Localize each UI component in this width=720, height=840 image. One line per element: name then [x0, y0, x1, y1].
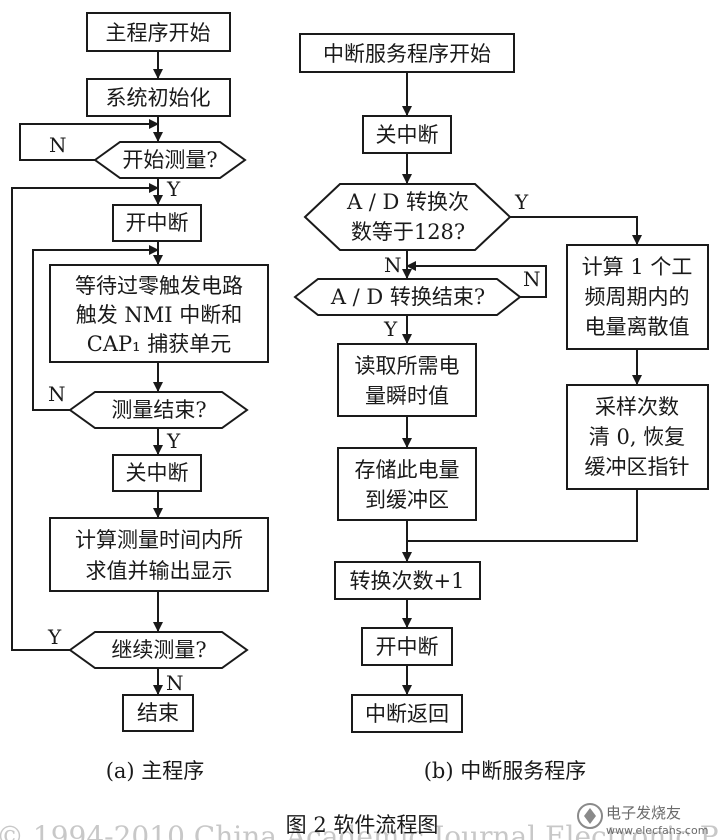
main-edge-start-measure-no: [19, 119, 159, 161]
isr-ad-done-text: A / D 转换结束?: [330, 285, 485, 309]
logo-flame-icon: [584, 808, 596, 824]
isr-reset-line-2: 清 0, 恢复: [589, 425, 685, 449]
main-disable-int-box: [112, 454, 202, 492]
isr-store-box: [337, 447, 477, 521]
main-calc-line-2: 求值并输出显示: [86, 559, 233, 583]
main-label-continue-yes: Y: [47, 625, 62, 649]
main-label-measure-done-yes: Y: [166, 429, 181, 453]
logo-url: www.elecfans.com: [606, 824, 708, 837]
main-calc-box: [49, 517, 269, 592]
main-wait-line-3: CAP₁ 捕获单元: [87, 332, 231, 356]
isr-enable-int-box: [361, 627, 453, 666]
isr-edge-ad-done-no: [406, 261, 547, 298]
isr-store-line-1: 存储此电量: [355, 458, 460, 482]
isr-calc-box: [566, 244, 709, 350]
isr-store-line-2: 到缓冲区: [365, 488, 449, 512]
isr-read-box: [337, 343, 477, 417]
isr-label-ad-done-no: N: [523, 267, 541, 291]
isr-reset-box: [566, 384, 709, 490]
isr-start-text: 中断服务程序开始: [323, 42, 491, 66]
isr-calc-line-1: 计算 1 个工: [582, 255, 693, 279]
logo-text: 电子发烧友: [606, 804, 681, 822]
main-wait-line-2: 触发 NMI 中断和: [76, 303, 243, 327]
main-continue-text: 继续测量?: [111, 638, 206, 662]
main-measure-done-text: 测量结束?: [111, 398, 206, 422]
isr-flow: 中断服务程序开始 关中断 A / D 转换次 数等于128? A / D 转换结…: [293, 33, 709, 733]
main-start-text: 主程序开始: [106, 21, 211, 45]
isr-label-ad-done-yes: Y: [383, 317, 398, 341]
isr-read-line-2: 量瞬时值: [365, 384, 449, 408]
main-end-box: [122, 694, 194, 732]
isr-count128-line-2: 数等于128?: [351, 220, 465, 244]
isr-label-count-yes: Y: [514, 190, 529, 214]
isr-disable-int-box: [362, 115, 452, 154]
main-init-text: 系统初始化: [106, 86, 211, 110]
main-enable-int-box: [112, 204, 202, 242]
main-start-box: [86, 12, 231, 52]
isr-edge-reset-merge: [407, 489, 638, 542]
isr-start-box: [299, 33, 515, 73]
main-label-continue-no: N: [166, 671, 184, 695]
logo-mark-icon: [577, 803, 603, 829]
isr-calc-line-3: 电量离散值: [585, 315, 690, 339]
elecfans-logo: 电子发烧友 www.elecfans.com: [577, 803, 708, 837]
isr-increment-box: [334, 561, 481, 600]
main-wait-line-1: 等待过零触发电路: [75, 274, 243, 298]
main-calc-line-1: 计算测量时间内所: [75, 528, 243, 552]
isr-read-line-1: 读取所需电: [355, 354, 460, 378]
isr-return-text: 中断返回: [365, 702, 449, 726]
main-program-flow: 主程序开始 系统初始化 开始测量? 开中断 等待过零触发电路 触发 NMI 中断…: [11, 12, 269, 732]
main-wait-box: [49, 264, 269, 363]
main-label-measure-done-no: N: [48, 382, 66, 406]
main-disable-int-text: 关中断: [126, 461, 189, 485]
isr-enable-int-text: 开中断: [376, 635, 439, 659]
main-start-measure-text: 开始测量?: [122, 148, 217, 172]
main-label-start-measure-no: N: [49, 133, 67, 157]
isr-count128-line-1: A / D 转换次: [346, 190, 469, 214]
caption-isr: (b) 中断服务程序: [424, 759, 587, 783]
figure-title: 图 2 软件流程图: [286, 813, 439, 837]
isr-label-count-no: N: [384, 253, 402, 277]
main-edge-continue-yes: [11, 183, 159, 651]
isr-edge-count-yes: [510, 216, 642, 245]
main-continue-decision: [68, 631, 249, 669]
isr-reset-line-3: 缓冲区指针: [585, 455, 690, 479]
caption-main-program: (a) 主程序: [106, 759, 205, 783]
isr-reset-line-1: 采样次数: [595, 395, 679, 419]
isr-increment-text: 转换次数+1: [350, 569, 465, 593]
isr-return-box: [351, 694, 463, 733]
isr-calc-line-2: 频周期内的: [585, 285, 690, 309]
copyright-watermark: © 1994-2010 China Academic Journal Elect…: [0, 820, 719, 840]
main-label-start-measure-yes: Y: [166, 177, 181, 201]
main-measure-done-decision: [68, 391, 249, 429]
main-start-measure-decision: [93, 141, 247, 179]
isr-disable-int-text: 关中断: [376, 123, 439, 147]
main-edge-measure-done-no: [32, 245, 159, 411]
main-enable-int-text: 开中断: [126, 211, 189, 235]
main-end-text: 结束: [137, 701, 179, 725]
